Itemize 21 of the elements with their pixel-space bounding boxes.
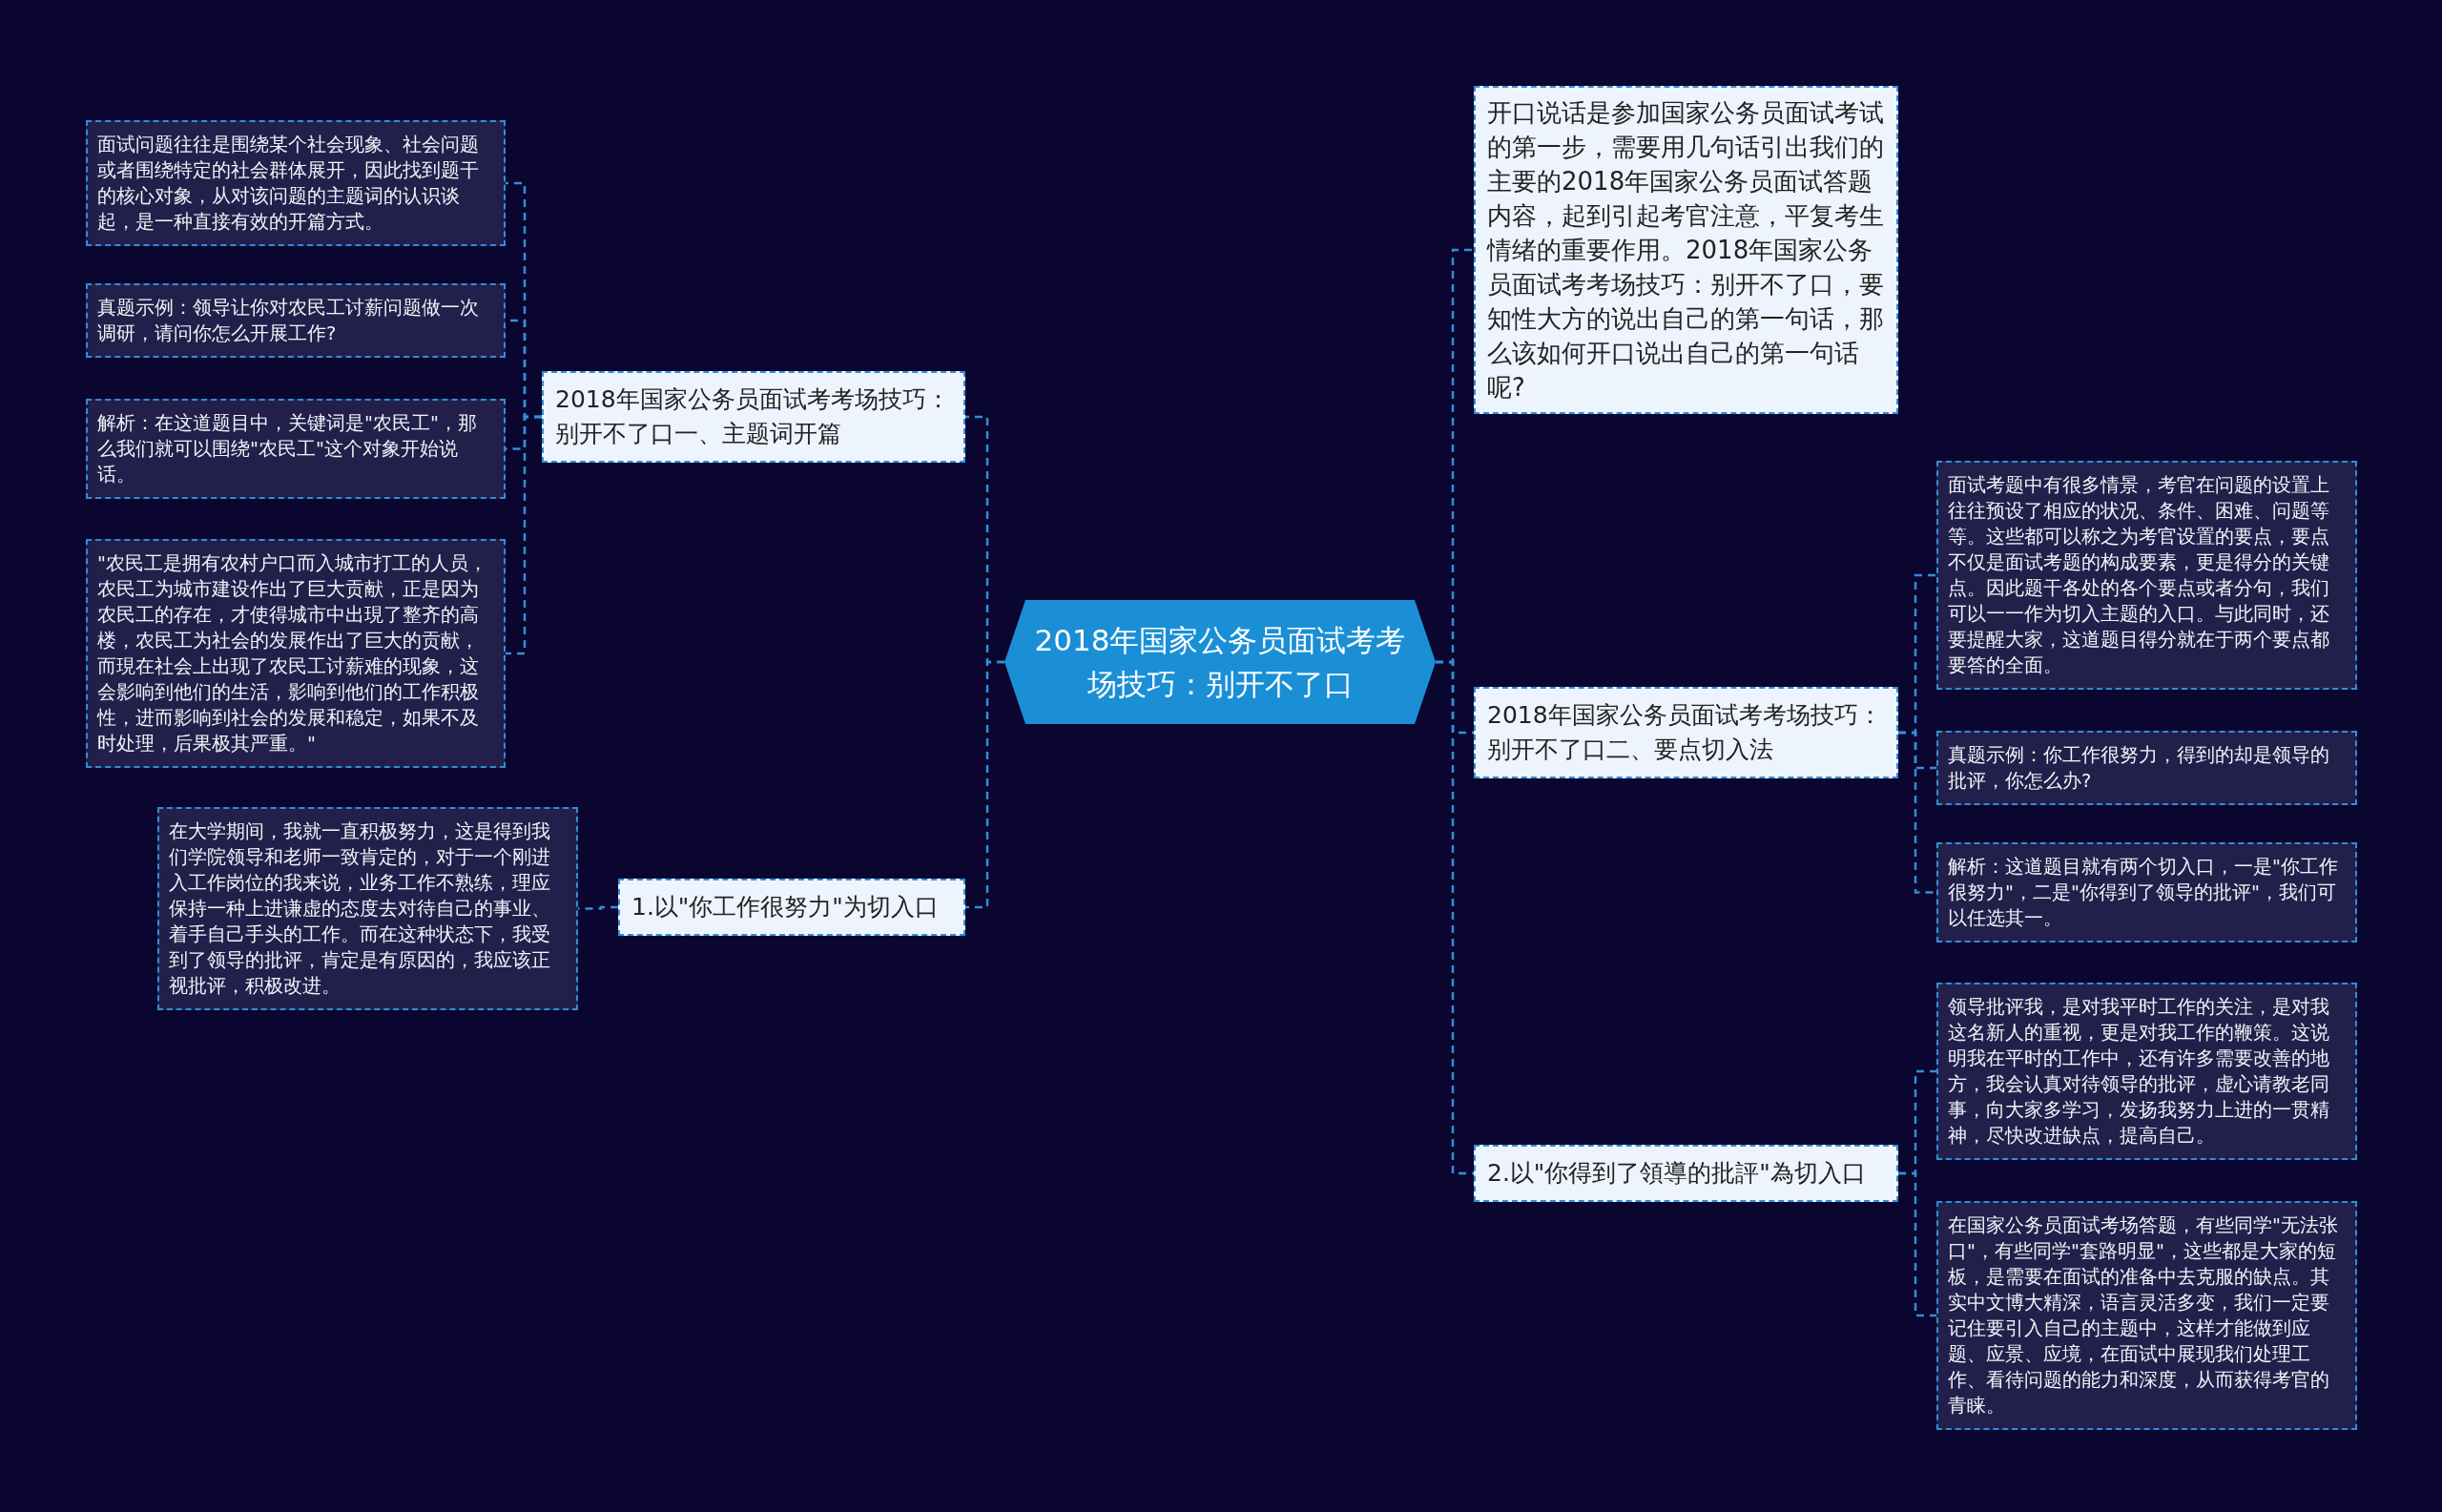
- note-box: 解析：这道题目就有两个切入口，一是"你工作很努力"，二是"你得到了领导的批评"，我们可以任选其一。: [1936, 842, 2357, 942]
- connector-line: [1898, 731, 1936, 894]
- note-box: 面试考题中有很多情景，考官在问题的设置上往往预设了相应的状况、条件、困难、问题等等。这些都可以称之为考官设置的要点，要点不仅是面试考题的构成要素，更是得分的关键点。因此题干各处的各个要点或者分句，我们可以一一作为切入主题的入口。与此同时，还要提醒大家，这道题目得分就在于两个要点都要答的全面。: [1936, 461, 2357, 690]
- topic-box: 1.以"你工作很努力"为切入口: [618, 879, 965, 936]
- note-box: "农民工是拥有农村户口而入城市打工的人员，农民工为城市建设作出了巨大贡献，正是因为农民工的存在，才使得城市中出現了整齐的高楼，农民工为社会的发展作出了巨大的贡献，而現在社会上出现了农民工讨薪难的现象，这会影响到他们的生活，影响到他们的工作积极性，进而影响到社会的发展和稳定，如果不及时处理，后果极其严重。": [86, 539, 506, 768]
- topic-box: 2018年国家公务员面试考考场技巧：别开不了口一、主题词开篇: [542, 371, 965, 463]
- note-box: 领导批评我，是对我平时工作的关注，是对我这名新人的重视，更是对我工作的鞭策。这说明我在平时的工作中，还有许多需要改善的地方，我会认真对待领导的批评，虚心请教老同事，向大家多学习，发扬我努力上进的一贯精神，尽快改进缺点，提高自己。: [1936, 983, 2357, 1160]
- text-box: 开口说话是参加国家公务员面试考试的第一步，需要用几句话引出我们的主要的2018年国家公务员面试答题内容，起到引起考官注意，平复考生情绪的重要作用。2018年国家公务员面试考考场技巧：别开不了口，要知性大方的说出自己的第一句话，那么该如何开口说出自己的第一句话呢?: [1474, 86, 1898, 414]
- note-box: 在国家公务员面试考场答题，有些同学"无法张口"，有些同学"套路明显"，这些都是大家的短板，是需要在面试的准备中去克服的缺点。其实中文博大精深，语言灵活多变，我们一定要记住要引入自己的主题中，这样才能做到应题、应景、应境，在面试中展现我们处理工作、看待问题的能力和深度，从而获得考官的青睐。: [1936, 1201, 2357, 1430]
- note-box: 真题示例：你工作很努力，得到的却是领导的批评，你怎么办?: [1936, 731, 2357, 805]
- central-topic-hexagon: 2018年国家公务员面试考考场技巧：别开不了口: [1004, 600, 1436, 724]
- topic-box: 2018年国家公务员面试考考场技巧：别开不了口二、要点切入法: [1474, 687, 1898, 778]
- note-box: 在大学期间，我就一直积极努力，这是得到我们学院领导和老师一致肯定的，对于一个刚进入工作岗位的我来说，业务工作不熟练，理应保持一种上进谦虚的态度去对待自己的事业、着手自己手头的工作。而在这种状态下，我受到了领导的批评，肯定是有原因的，我应该正视批评，积极改进。: [157, 807, 578, 1010]
- topic-box: 2.以"你得到了領導的批評"為切入口: [1474, 1145, 1898, 1202]
- connector-line: [1436, 660, 1474, 1175]
- connector-line: [1898, 1171, 1936, 1317]
- note-box: 真题示例：领导让你对农民工讨薪问题做一次调研，请问你怎么开展工作?: [86, 283, 506, 358]
- note-box: 解析：在这道题目中，关键词是"农民工"，那么我们就可以围绕"农民工"这个对象开始说话。: [86, 399, 506, 499]
- connector-line: [506, 415, 542, 655]
- connector-line: [965, 660, 1004, 909]
- note-box: 面试问题往往是围绕某个社会现象、社会问题或者围绕特定的社会群体展开，因此找到题干的核心对象，从对该问题的主题词的认识谈起，是一种直接有效的开篇方式。: [86, 120, 506, 246]
